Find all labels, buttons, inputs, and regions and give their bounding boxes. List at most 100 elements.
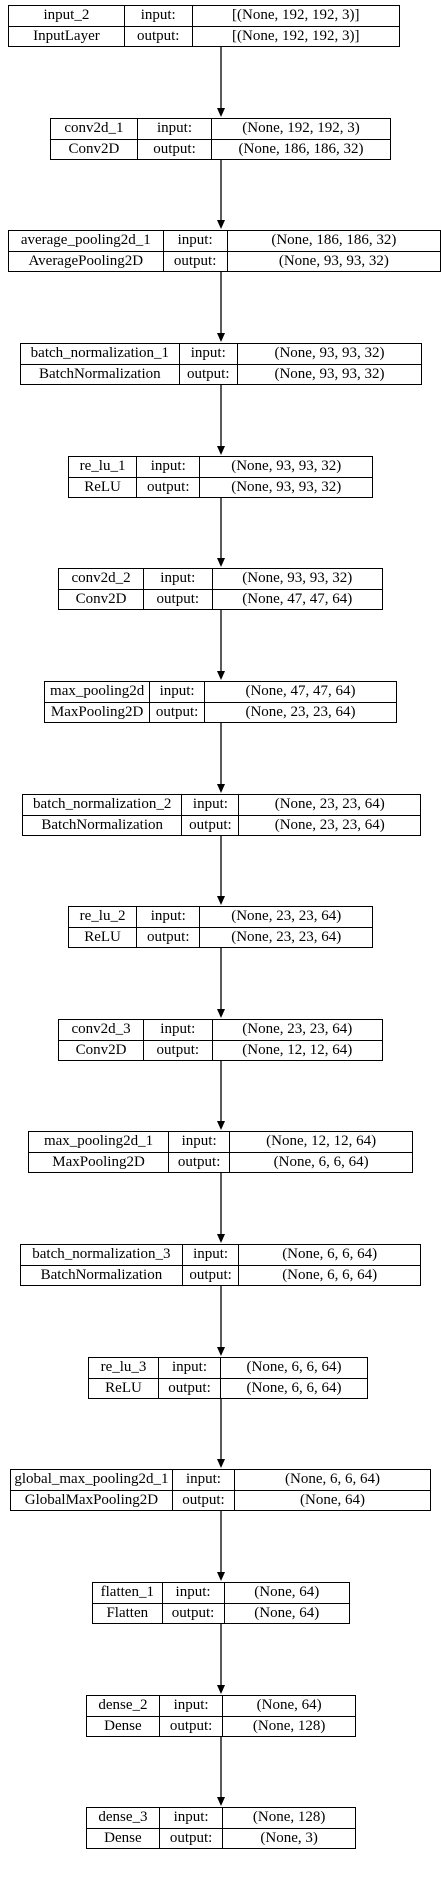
label-column: input:output: bbox=[158, 1358, 220, 1398]
input-label: input: bbox=[181, 1133, 217, 1150]
layer-name: batch_normalization_1 bbox=[30, 345, 169, 362]
input-label: input: bbox=[150, 908, 186, 925]
output-label: output: bbox=[137, 926, 200, 948]
input-shape: (None, 93, 93, 32) bbox=[231, 458, 342, 475]
label-column: input:output: bbox=[143, 569, 212, 609]
input-label: input: bbox=[160, 1021, 196, 1038]
label-column: input:output: bbox=[136, 457, 200, 498]
output-shape: (None, 23, 23, 64) bbox=[200, 926, 373, 948]
output-label: output: bbox=[144, 1039, 212, 1061]
shape-column: (None, 93, 93, 32)(None, 47, 47, 64) bbox=[211, 569, 382, 609]
layer-name: batch_normalization_2 bbox=[33, 796, 172, 813]
edge-arrowhead bbox=[217, 558, 225, 567]
input-label: input: bbox=[160, 570, 196, 587]
input-shape: (None, 6, 6, 64) bbox=[285, 1471, 380, 1488]
output-shape: (None, 93, 93, 32) bbox=[200, 476, 373, 498]
output-label: output: bbox=[159, 1377, 220, 1399]
layer-name: flatten_1 bbox=[100, 1584, 154, 1601]
label-column: input:output: bbox=[123, 6, 192, 46]
input-shape: (None, 6, 6, 64) bbox=[282, 1246, 378, 1263]
layer-type: BatchNormalization bbox=[21, 363, 179, 385]
output-label: output: bbox=[137, 476, 200, 498]
input-label: input: bbox=[156, 120, 192, 137]
layer-type: AveragePooling2D bbox=[9, 250, 163, 272]
layer-name: input_2 bbox=[43, 7, 90, 24]
label-column: input:output: bbox=[161, 1583, 224, 1624]
shape-column: (None, 64)(None, 128) bbox=[222, 1696, 355, 1736]
shape-column: (None, 6, 6, 64)(None, 6, 6, 64) bbox=[238, 1245, 420, 1285]
shape-column: (None, 64)(None, 64) bbox=[223, 1583, 350, 1623]
shape-column: (None, 23, 23, 64)(None, 23, 23, 64) bbox=[238, 795, 420, 835]
input-shape: (None, 128) bbox=[252, 1809, 326, 1826]
input-label: input: bbox=[193, 1246, 229, 1263]
output-label: output: bbox=[182, 814, 239, 836]
label-column: input:output: bbox=[171, 1470, 234, 1510]
output-shape: (None, 3) bbox=[223, 1827, 355, 1849]
label-column: input:output: bbox=[181, 1245, 239, 1286]
label-column: input:output: bbox=[149, 682, 204, 722]
shape-column: (None, 192, 192, 3)(None, 186, 186, 32) bbox=[211, 119, 390, 159]
edge-arrowhead bbox=[217, 1347, 225, 1356]
output-label: output: bbox=[182, 1264, 239, 1286]
shape-column: [(None, 192, 192, 3)][(None, 192, 192, 3… bbox=[191, 6, 399, 47]
edge-arrowhead bbox=[217, 1685, 225, 1694]
layer-name: dense_2 bbox=[98, 1697, 148, 1714]
output-shape: (None, 186, 186, 32) bbox=[212, 138, 390, 160]
edge-arrowhead bbox=[217, 1234, 225, 1243]
output-label: output: bbox=[163, 250, 227, 272]
output-label: output: bbox=[162, 1602, 224, 1624]
layer-name: average_pooling2d_1 bbox=[20, 232, 151, 249]
layer-type: MaxPooling2D bbox=[29, 1151, 169, 1173]
shape-column: (None, 12, 12, 64)(None, 6, 6, 64) bbox=[229, 1132, 412, 1172]
output-shape: (None, 6, 6, 64) bbox=[230, 1151, 412, 1173]
edge-arrowhead bbox=[217, 108, 225, 117]
output-shape: (None, 64) bbox=[235, 1489, 430, 1511]
input-shape: (None, 23, 23, 64) bbox=[231, 908, 342, 925]
input-label: input: bbox=[173, 1697, 209, 1714]
input-shape: (None, 12, 12, 64) bbox=[266, 1133, 377, 1150]
input-shape: (None, 6, 6, 64) bbox=[246, 1359, 342, 1376]
edge-arrowhead bbox=[217, 1797, 225, 1806]
layer-type: GlobalMaxPooling2D bbox=[11, 1489, 172, 1511]
output-shape: [(None, 192, 192, 3)] bbox=[192, 25, 399, 47]
input-shape: (None, 47, 47, 64) bbox=[245, 683, 356, 700]
layer-type: Conv2D bbox=[59, 588, 144, 610]
input-label: input: bbox=[171, 1359, 207, 1376]
input-shape: (None, 64) bbox=[256, 1697, 322, 1714]
layer-type: Conv2D bbox=[59, 1039, 144, 1061]
label-column: input:output: bbox=[168, 1132, 230, 1172]
shape-column: (None, 186, 186, 32)(None, 93, 93, 32) bbox=[226, 231, 440, 271]
layer-name: conv2d_2 bbox=[71, 570, 131, 587]
input-shape: (None, 192, 192, 3) bbox=[242, 120, 360, 137]
label-column: input:output: bbox=[158, 1808, 223, 1848]
edge-arrowhead bbox=[217, 446, 225, 455]
label-column: input:output: bbox=[162, 231, 227, 272]
layer-name: batch_normalization_3 bbox=[32, 1246, 171, 1263]
input-label: input: bbox=[190, 345, 226, 362]
layer-name: re_lu_3 bbox=[100, 1359, 147, 1376]
input-label: input: bbox=[185, 1471, 221, 1488]
layer-type: Dense bbox=[87, 1715, 159, 1737]
layer-type: ReLU bbox=[69, 926, 137, 948]
